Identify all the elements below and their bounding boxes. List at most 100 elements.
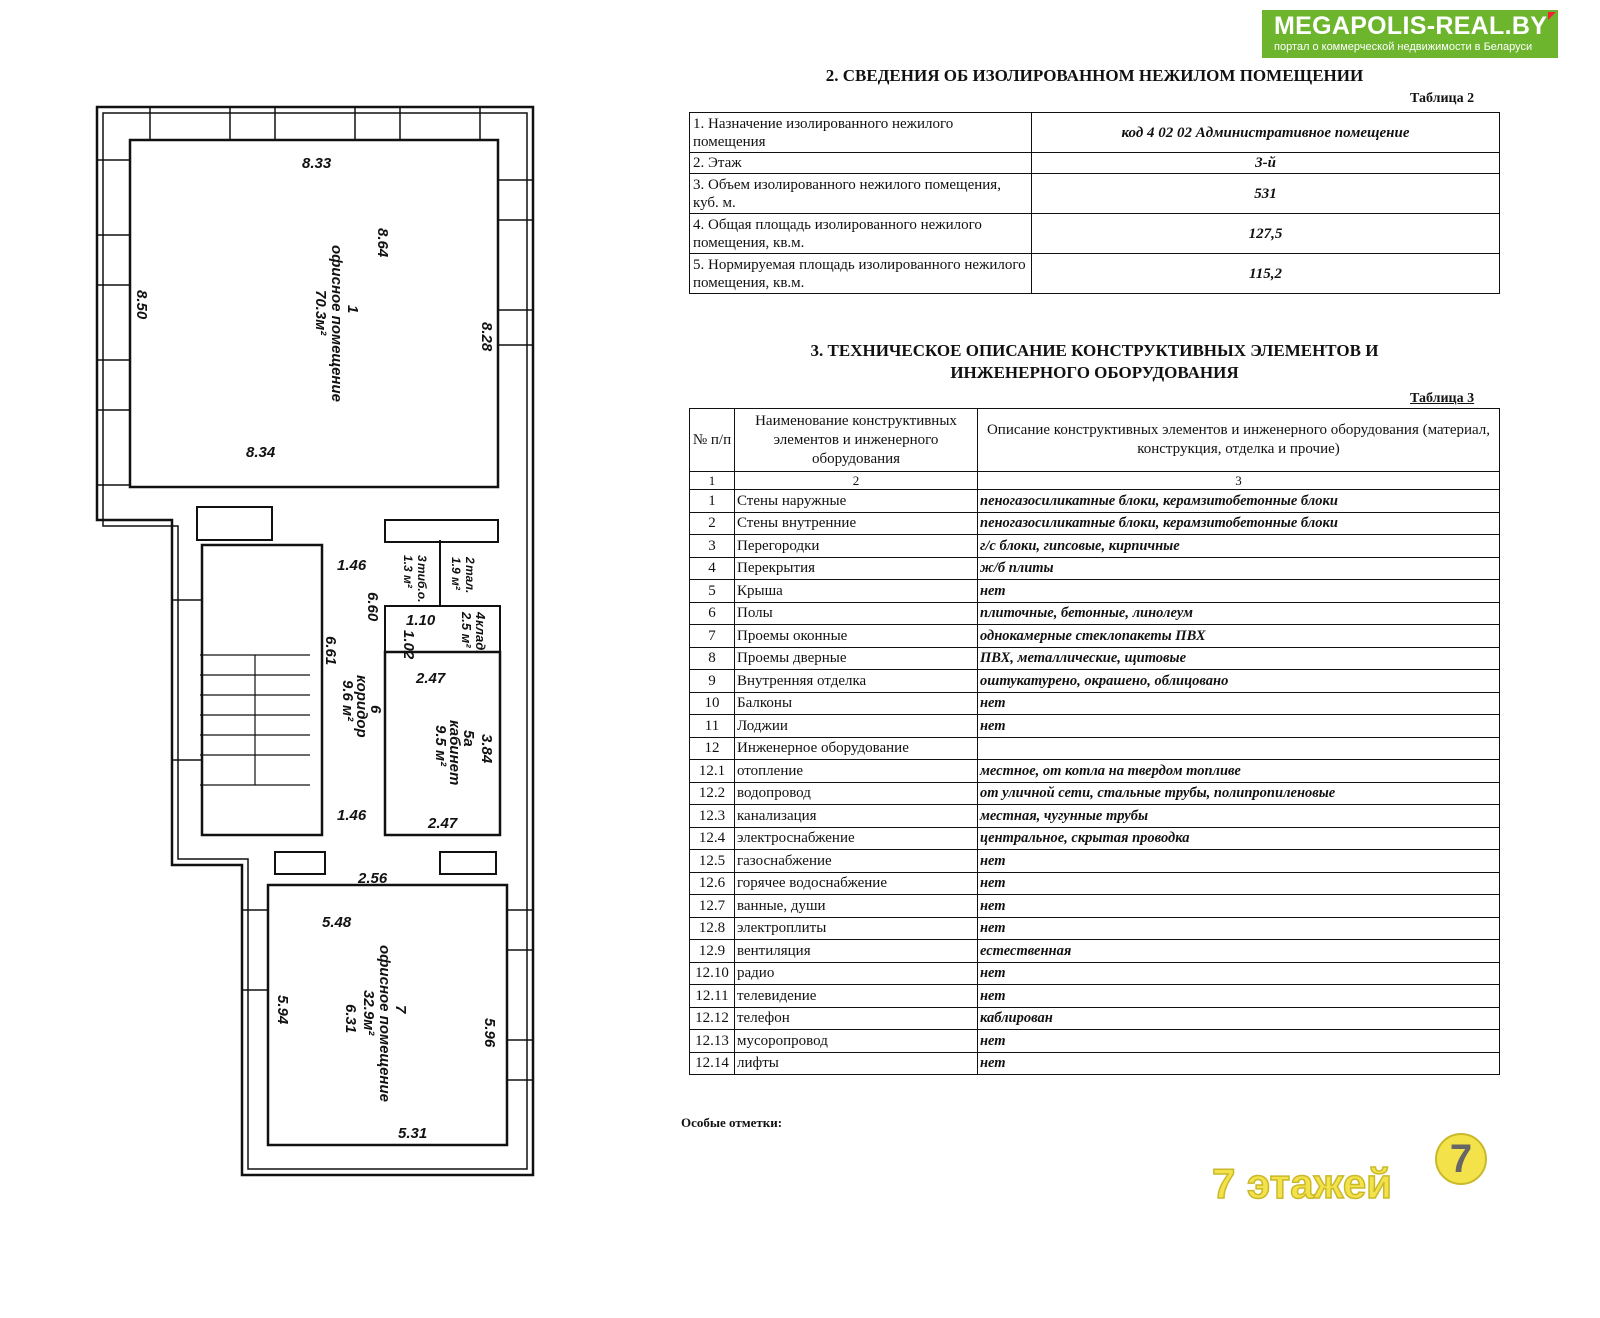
column-number: 1	[689, 471, 735, 490]
table-2: 1. Назначение изолированного нежилого по…	[689, 112, 1500, 294]
svg-text:32.9м²: 32.9м²	[360, 990, 377, 1036]
svg-text:клад.: клад.	[473, 620, 488, 654]
row-number: 12.4	[689, 826, 735, 850]
room-1-label: 1 офисное помещение 70.3м²	[312, 245, 361, 402]
svg-text:9.6 м²: 9.6 м²	[339, 680, 356, 722]
row-number: 12.12	[689, 1006, 735, 1030]
row-number: 12	[689, 736, 735, 760]
dim: 6.31	[342, 1004, 359, 1033]
row-name: горячее водоснабжение	[734, 871, 978, 895]
dim: 8.50	[133, 290, 150, 320]
row-name: лифты	[734, 1051, 978, 1075]
row-number: 12.7	[689, 894, 735, 918]
row-description: нет	[977, 984, 1500, 1008]
logo-corner-icon	[1548, 12, 1556, 20]
row-number: 5	[689, 579, 735, 603]
row-value: 115,2	[1031, 253, 1500, 294]
row-label: 5. Нормируемая площадь изолированного не…	[689, 253, 1032, 294]
row-name: Перекрытия	[734, 556, 978, 580]
row-name: радио	[734, 961, 978, 985]
row-value: 531	[1031, 173, 1500, 214]
row-name: отопление	[734, 759, 978, 783]
section-3-title-line1: 3. ТЕХНИЧЕСКОЕ ОПИСАНИЕ КОНСТРУКТИВНЫХ Э…	[810, 341, 1379, 360]
row-number: 7	[689, 624, 735, 648]
column-number: 3	[977, 471, 1500, 490]
room-4-label: 4 клад. 2.5 м²	[459, 611, 488, 654]
row-number: 12.11	[689, 984, 735, 1008]
svg-text:коридор: коридор	[353, 675, 370, 738]
row-description	[977, 736, 1500, 760]
row-description: нет	[977, 894, 1500, 918]
row-number: 3	[689, 534, 735, 558]
row-label: 3. Объем изолированного нежилого помещен…	[689, 173, 1032, 214]
room-5a-label: 5а кабинет 9.5 м²	[432, 720, 477, 785]
row-description: нет	[977, 1051, 1500, 1075]
svg-text:6: 6	[367, 705, 384, 714]
room-4-outline	[384, 605, 501, 653]
row-number: 4	[689, 556, 735, 580]
svg-text:кабинет: кабинет	[446, 720, 463, 785]
section-2-title: 2. СВЕДЕНИЯ ОБ ИЗОЛИРОВАННОМ НЕЖИЛОМ ПОМ…	[825, 66, 1364, 85]
table-row: 3. Объем изолированного нежилого помещен…	[689, 173, 1500, 214]
dim: 5.94	[274, 995, 291, 1025]
column-number: 2	[734, 471, 978, 490]
svg-text:тал.: тал.	[463, 565, 477, 593]
table-2-caption: Таблица 2	[1410, 91, 1475, 106]
row-name: телевидение	[734, 984, 978, 1008]
row-description: пеногазосиликатные блоки, керамзитобетон…	[977, 489, 1500, 513]
row-name: Проемы оконные	[734, 624, 978, 648]
row-name: канализация	[734, 804, 978, 828]
dim: 8.34	[246, 444, 276, 461]
row-label: 1. Назначение изолированного нежилого по…	[689, 112, 1032, 153]
row-number: 12.14	[689, 1051, 735, 1075]
svg-text:3: 3	[415, 555, 429, 562]
row-description: нет	[977, 916, 1500, 940]
row-name: ванные, души	[734, 894, 978, 918]
dim: 1.02	[400, 630, 417, 660]
row-description: каблирован	[977, 1006, 1500, 1030]
svg-text:1: 1	[344, 305, 361, 313]
row-description: оштукатурено, окрашено, облицовано	[977, 669, 1500, 693]
dim: 2.47	[415, 670, 446, 687]
row-number: 12.13	[689, 1029, 735, 1053]
svg-text:9.5 м²: 9.5 м²	[432, 725, 449, 767]
row-description: естественная	[977, 939, 1500, 963]
dim: 8.64	[374, 228, 391, 258]
table-row: 5. Нормируемая площадь изолированного не…	[689, 253, 1500, 294]
logo-title: MEGAPOLIS-REAL.BY	[1274, 12, 1548, 40]
svg-text:70.3м²: 70.3м²	[312, 290, 329, 336]
row-name: Лоджии	[734, 714, 978, 738]
svg-text:1.3 м²: 1.3 м²	[401, 555, 415, 589]
row-description: нет	[977, 1029, 1500, 1053]
row-name: Инженерное оборудование	[734, 736, 978, 760]
row-number: 9	[689, 669, 735, 693]
row-description: однокамерные стеклопакеты ПВХ	[977, 624, 1500, 648]
stair-well	[200, 543, 324, 837]
table-3: № п/п Наименование конструктивных элемен…	[689, 408, 1500, 1075]
row-number: 12.10	[689, 961, 735, 985]
row-description: нет	[977, 961, 1500, 985]
row-number: 8	[689, 646, 735, 670]
row-description: местное, от котла на твердом топливе	[977, 759, 1500, 783]
row-description: нет	[977, 871, 1500, 895]
row-name: Внутренняя отделка	[734, 669, 978, 693]
megapolis-logo[interactable]: MEGAPOLIS-REAL.BY портал о коммерческой …	[1262, 10, 1558, 58]
row-number: 12.8	[689, 916, 735, 940]
